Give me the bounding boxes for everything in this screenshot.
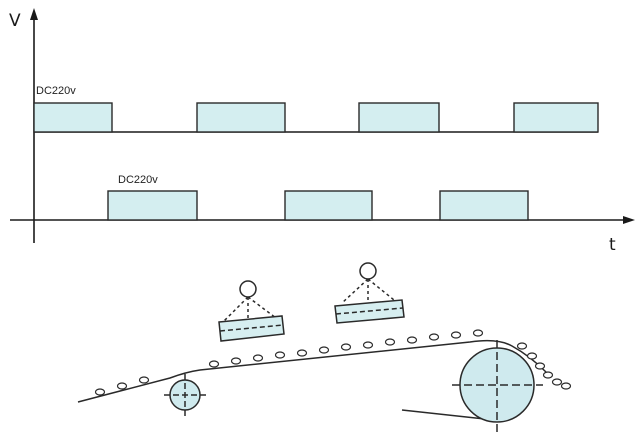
particle-22 bbox=[560, 382, 572, 390]
particle-17 bbox=[516, 342, 528, 350]
pulse-upper-3 bbox=[358, 102, 440, 133]
pulse-train-upper bbox=[33, 102, 599, 133]
particle-1 bbox=[94, 388, 106, 396]
particle-4 bbox=[208, 360, 220, 368]
idler-roller bbox=[164, 374, 206, 416]
pulse-train-lower bbox=[107, 190, 529, 221]
particle-18 bbox=[526, 352, 538, 360]
magnet-right-pivot bbox=[359, 262, 377, 280]
particle-3 bbox=[138, 376, 150, 384]
magnet-left bbox=[218, 280, 285, 342]
conveyor-belt-lower-run bbox=[401, 409, 495, 421]
particle-19 bbox=[534, 362, 546, 370]
particle-6 bbox=[252, 354, 264, 362]
particle-11 bbox=[362, 341, 374, 349]
pulse-train-lower-label: DC220v bbox=[118, 174, 158, 186]
pulse-upper-4 bbox=[513, 102, 599, 133]
particle-21 bbox=[551, 378, 563, 386]
particle-14 bbox=[428, 333, 440, 341]
pulse-train-upper-label: DC220v bbox=[36, 85, 76, 97]
pulse-upper-1 bbox=[33, 102, 113, 133]
drive-drum bbox=[452, 340, 543, 432]
magnet-left-hanger-2 bbox=[247, 296, 277, 319]
pulse-lower-3 bbox=[439, 190, 529, 221]
particle-9 bbox=[318, 346, 330, 354]
magnet-right-hanger-2 bbox=[367, 278, 395, 301]
pulse-lower-2 bbox=[284, 190, 373, 221]
particle-8 bbox=[296, 349, 308, 357]
particle-13 bbox=[406, 336, 418, 344]
conveyor-particles bbox=[94, 329, 572, 396]
magnet-right-plate-center bbox=[335, 307, 404, 315]
magnet-left-plate bbox=[218, 315, 285, 342]
particle-20 bbox=[542, 371, 554, 379]
particle-2 bbox=[116, 382, 128, 390]
y-axis-label: V bbox=[9, 11, 21, 31]
particle-16 bbox=[472, 329, 484, 337]
x-axis-arrow bbox=[623, 216, 635, 224]
pulse-upper-2 bbox=[196, 102, 286, 133]
particle-12 bbox=[384, 338, 396, 346]
particle-10 bbox=[340, 343, 352, 351]
particle-5 bbox=[230, 357, 242, 365]
x-axis-label: t bbox=[609, 235, 616, 255]
magnet-right-hanger-1 bbox=[341, 278, 369, 304]
magnet-left-plate-center bbox=[219, 324, 284, 332]
particle-15 bbox=[450, 331, 462, 339]
conveyor bbox=[77, 262, 547, 432]
magnet-right bbox=[334, 262, 405, 324]
magnet-left-pivot bbox=[239, 280, 257, 298]
y-axis-arrow bbox=[30, 8, 38, 20]
magnet-left-hanger-1 bbox=[223, 296, 249, 322]
particle-7 bbox=[274, 351, 286, 359]
pulse-lower-1 bbox=[107, 190, 198, 221]
